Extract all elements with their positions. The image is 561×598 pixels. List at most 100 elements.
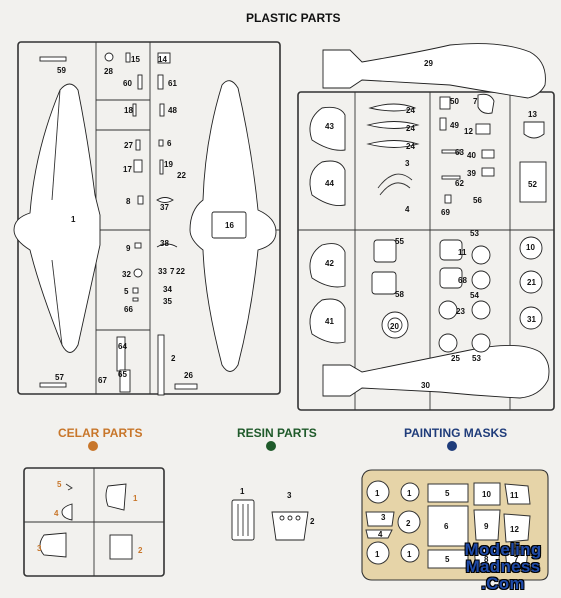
svg-text:60: 60 <box>123 79 132 88</box>
svg-text:1: 1 <box>71 215 76 224</box>
svg-text:5: 5 <box>124 287 129 296</box>
svg-text:38: 38 <box>160 239 169 248</box>
svg-text:1: 1 <box>240 487 245 496</box>
svg-text:10: 10 <box>482 490 491 499</box>
svg-text:20: 20 <box>390 322 399 331</box>
svg-text:57: 57 <box>55 373 64 382</box>
svg-text:12: 12 <box>464 127 473 136</box>
svg-text:62: 62 <box>455 179 464 188</box>
svg-text:69: 69 <box>441 208 450 217</box>
svg-text:17: 17 <box>123 165 132 174</box>
svg-text:1: 1 <box>407 550 412 559</box>
svg-text:14: 14 <box>158 55 167 64</box>
svg-text:2: 2 <box>310 517 315 526</box>
sprue-a: 59 28 15 14 60 61 18 48 27 6 17 19 22 8 … <box>13 41 281 396</box>
svg-text:61: 61 <box>168 79 177 88</box>
svg-text:5: 5 <box>57 480 62 489</box>
svg-text:11: 11 <box>510 491 519 500</box>
svg-text:49: 49 <box>450 121 459 130</box>
svg-text:39: 39 <box>467 169 476 178</box>
svg-text:4: 4 <box>405 205 410 214</box>
svg-text:1: 1 <box>407 489 412 498</box>
resin-parts-heading: RESIN PARTS <box>237 426 317 440</box>
svg-text:33: 33 <box>158 267 167 276</box>
sprue-b: 29 43 24 24 24 50 7 49 12 13 63 40 3 39 … <box>297 43 555 411</box>
svg-text:21: 21 <box>527 278 536 287</box>
svg-text:29: 29 <box>424 59 433 68</box>
plastic-parts-heading: PLASTIC PARTS <box>246 11 341 25</box>
svg-text:1: 1 <box>375 550 380 559</box>
svg-text:53: 53 <box>470 229 479 238</box>
svg-text:12: 12 <box>510 525 519 534</box>
svg-text:11: 11 <box>458 248 467 257</box>
masks-color-dot <box>447 441 457 451</box>
svg-text:4: 4 <box>378 530 383 539</box>
svg-text:8: 8 <box>484 555 489 564</box>
watermark-line-3: .Com <box>481 574 525 593</box>
svg-text:3: 3 <box>37 544 42 553</box>
svg-text:68: 68 <box>458 276 467 285</box>
svg-text:27: 27 <box>124 141 133 150</box>
part-29-fuselage <box>322 43 546 99</box>
svg-text:65: 65 <box>118 370 127 379</box>
svg-text:53: 53 <box>472 354 481 363</box>
svg-text:64: 64 <box>118 342 127 351</box>
svg-text:7: 7 <box>514 555 519 564</box>
svg-text:41: 41 <box>325 317 334 326</box>
svg-text:2: 2 <box>171 354 176 363</box>
svg-text:31: 31 <box>527 315 536 324</box>
svg-text:6: 6 <box>167 139 172 148</box>
svg-text:58: 58 <box>395 290 404 299</box>
svg-text:9: 9 <box>484 522 489 531</box>
watermark-logo: Modeling Madness .Com <box>449 541 557 592</box>
painting-masks: 1 1 5 10 11 3 2 6 9 12 4 1 1 5 8 7 <box>361 469 549 581</box>
svg-text:22: 22 <box>176 267 185 276</box>
svg-text:32: 32 <box>122 270 131 279</box>
svg-text:3: 3 <box>287 491 292 500</box>
svg-text:35: 35 <box>163 297 172 306</box>
svg-text:1: 1 <box>375 489 380 498</box>
svg-text:16: 16 <box>225 221 234 230</box>
svg-text:9: 9 <box>126 244 131 253</box>
svg-text:44: 44 <box>325 179 334 188</box>
svg-text:19: 19 <box>164 160 173 169</box>
svg-text:40: 40 <box>467 151 476 160</box>
svg-text:42: 42 <box>325 259 334 268</box>
svg-text:7: 7 <box>473 97 478 106</box>
svg-text:43: 43 <box>325 122 334 131</box>
svg-text:2: 2 <box>406 519 411 528</box>
svg-text:52: 52 <box>528 180 537 189</box>
svg-text:7: 7 <box>170 267 175 276</box>
svg-text:2: 2 <box>138 546 143 555</box>
resin-parts: 1 3 2 <box>231 487 315 541</box>
painting-masks-heading: PAINTING MASKS <box>404 426 508 440</box>
svg-text:59: 59 <box>57 66 66 75</box>
svg-text:25: 25 <box>451 354 460 363</box>
svg-text:8: 8 <box>126 197 131 206</box>
celar-color-dot <box>88 441 98 451</box>
svg-text:5: 5 <box>445 489 450 498</box>
celar-parts-heading: CELAR PARTS <box>58 426 143 440</box>
svg-text:48: 48 <box>168 106 177 115</box>
svg-text:24: 24 <box>406 142 415 151</box>
svg-text:30: 30 <box>421 381 430 390</box>
svg-text:18: 18 <box>124 106 133 115</box>
svg-text:66: 66 <box>124 305 133 314</box>
celar-sprue: 5 1 4 3 2 <box>23 467 165 577</box>
svg-text:50: 50 <box>450 97 459 106</box>
svg-text:24: 24 <box>406 124 415 133</box>
svg-text:22: 22 <box>177 171 186 180</box>
svg-text:63: 63 <box>455 148 464 157</box>
svg-text:34: 34 <box>163 285 172 294</box>
part-1-wing <box>13 83 101 353</box>
svg-text:1: 1 <box>133 494 138 503</box>
svg-text:4: 4 <box>54 509 59 518</box>
svg-text:26: 26 <box>184 371 193 380</box>
svg-text:54: 54 <box>470 291 479 300</box>
svg-text:13: 13 <box>528 110 537 119</box>
svg-text:37: 37 <box>160 203 169 212</box>
svg-text:5: 5 <box>445 555 450 564</box>
svg-text:6: 6 <box>444 522 449 531</box>
svg-text:3: 3 <box>381 513 386 522</box>
